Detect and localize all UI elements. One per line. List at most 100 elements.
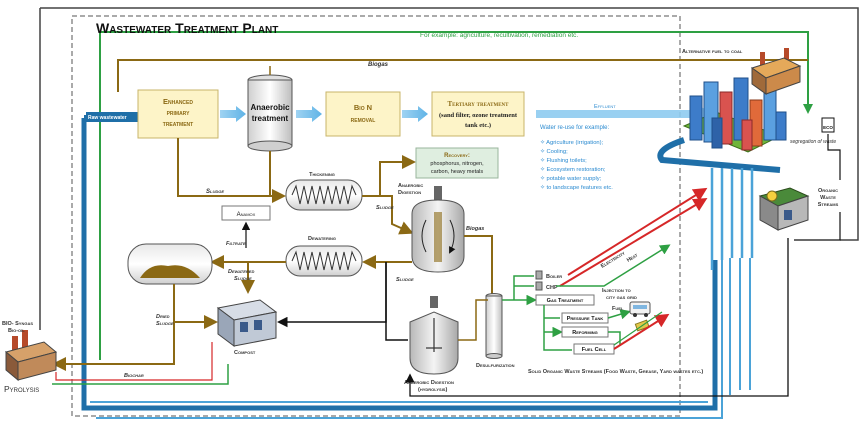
solid-organic-label: Solid Organic Waste Streams (Food Waste,…	[528, 369, 703, 375]
bio-syngas-label-2: Bio-oil	[8, 328, 25, 334]
bio-n-line1: Bio N	[354, 103, 372, 112]
fuel-cell-green	[613, 311, 663, 346]
digester-stack	[434, 186, 442, 200]
filtrate-label: Filtrate	[226, 241, 246, 247]
water-reuse-heading: Water re-use for example:	[540, 125, 609, 131]
chp-label: CHP	[546, 285, 558, 291]
enhanced-primary-line2: primary	[167, 108, 191, 117]
organic-shop-icon	[758, 187, 810, 231]
anaerobic-treatment-line1: Anaerobic	[250, 103, 290, 112]
dewatering-drum	[285, 245, 363, 277]
hydro-label-1: Anaerobic Digestion	[404, 380, 454, 386]
biogas-to-desulf	[464, 235, 493, 294]
ad-label-2: Digestion	[398, 190, 421, 196]
organic-label-1: Organic	[818, 188, 838, 194]
organic-waste-return	[405, 238, 789, 397]
digester-core	[434, 212, 442, 262]
electricity-line	[567, 187, 708, 276]
bio-n-box	[325, 91, 401, 137]
gas-treatment-box	[535, 294, 595, 306]
gas-treatment-label: Gas Treatment	[547, 298, 584, 304]
heat-label: Heat	[626, 252, 640, 263]
dried-to-pyrolysis	[52, 284, 175, 371]
compost-green-line	[52, 364, 229, 385]
flow-arrow-3	[402, 106, 428, 122]
water-reuse-item: ✧ Cooling;	[540, 148, 568, 155]
blue-main-pipe	[81, 118, 718, 411]
thickening-to-digestion	[362, 195, 414, 235]
fuel-cell-label: Fuel Cell	[582, 347, 607, 353]
anaerobic-tank-body	[247, 79, 293, 147]
hydro-label-2: (hydrolysis)	[418, 387, 447, 393]
injection-label-1: Injection to	[602, 288, 631, 294]
dewatered-label-2: Sludge	[234, 276, 252, 282]
dewatering-screw	[291, 250, 357, 271]
dried-label-1: Dried	[156, 314, 170, 320]
bio-n-line2: removal	[351, 115, 376, 124]
organic-label-2: Waste	[820, 195, 836, 201]
pyrolysis-label: Pyrolysis	[4, 384, 39, 394]
chp-icon	[535, 281, 543, 291]
dewater-to-hydro	[385, 262, 408, 341]
biogas-top-label: Biogas	[368, 62, 389, 68]
thickening-drum	[285, 179, 363, 211]
tertiary-box	[431, 91, 525, 137]
enhanced-primary-line3: treatment	[163, 119, 193, 128]
hydro-stack	[430, 296, 438, 308]
green-arrowhead	[803, 104, 813, 114]
raw-wastewater-tag	[86, 112, 138, 122]
recovery-box	[415, 147, 499, 179]
organic-waste-line	[794, 212, 841, 241]
recovery-heading: Recovery:	[444, 153, 470, 159]
compost-building	[216, 299, 278, 347]
alt-fuel-label: Alternative fuel to coal	[682, 49, 743, 55]
fuel-label: Fuel	[612, 306, 624, 312]
dried-sludge-pile	[140, 265, 200, 278]
fuel-line	[607, 309, 631, 320]
pyrolysis-factory	[4, 330, 58, 382]
anamox-label: Anamox	[237, 212, 256, 218]
tertiary-line3: tank etc.)	[465, 122, 491, 129]
boiler-label: Boiler	[546, 274, 562, 280]
eco-bin-label: ECO	[823, 125, 833, 130]
digester-mixing	[421, 219, 454, 252]
heat-line	[559, 197, 708, 287]
segregation-label: segregation of waste	[790, 139, 836, 145]
thickening-screw	[291, 184, 357, 205]
sludge-line-primary	[177, 138, 286, 203]
anaerobic-treatment-line2: treatment	[252, 114, 289, 123]
reforming-label: Reforming	[572, 330, 598, 336]
city-pipes	[729, 258, 751, 395]
segregation-line	[827, 134, 841, 180]
biogas-mid-label: Biogas	[466, 226, 484, 232]
sludge-label-2: Sludge	[376, 205, 394, 211]
water-reuse-item: ✧ Ecosystem restoration;	[540, 166, 606, 173]
sludge-label-3: Sludge	[396, 277, 414, 283]
flow-arrow-2	[296, 106, 322, 122]
dewatering-label: Dewatering	[308, 236, 336, 242]
gas-treatment-branches	[543, 305, 572, 351]
hydro-biogas	[458, 299, 488, 341]
fuel-cell-power	[613, 313, 670, 350]
alt-fuel-factory	[750, 48, 802, 95]
dried-label-2: Sludge	[156, 321, 174, 327]
gas-split-lines	[502, 275, 534, 300]
desulf-bottom	[485, 353, 503, 359]
pressure-tank-label: Pressure Tank	[567, 316, 604, 322]
desulf-body	[485, 295, 503, 357]
outer-frame-top	[40, 7, 859, 241]
example-top-text: For example: agriculture, recultivation,…	[420, 32, 578, 39]
water-reuse-item: ✧ to landscape features etc.	[540, 184, 613, 191]
biogas-top-line	[117, 59, 808, 92]
sludge-label-1: Sludge	[206, 189, 224, 195]
plant-boundary	[71, 15, 681, 417]
raw-wastewater-label: Raw wastewater	[88, 115, 127, 121]
ad-label-1: Anaerobic	[398, 183, 423, 189]
recovery-line	[379, 155, 416, 196]
injection-label-2: city gas grid	[606, 295, 637, 301]
city-downpipes	[710, 168, 754, 270]
water-reuse-item: ✧ potable water supply;	[540, 175, 602, 182]
effluent-arrow	[536, 106, 712, 122]
effluent-label: Effluent	[594, 104, 616, 110]
